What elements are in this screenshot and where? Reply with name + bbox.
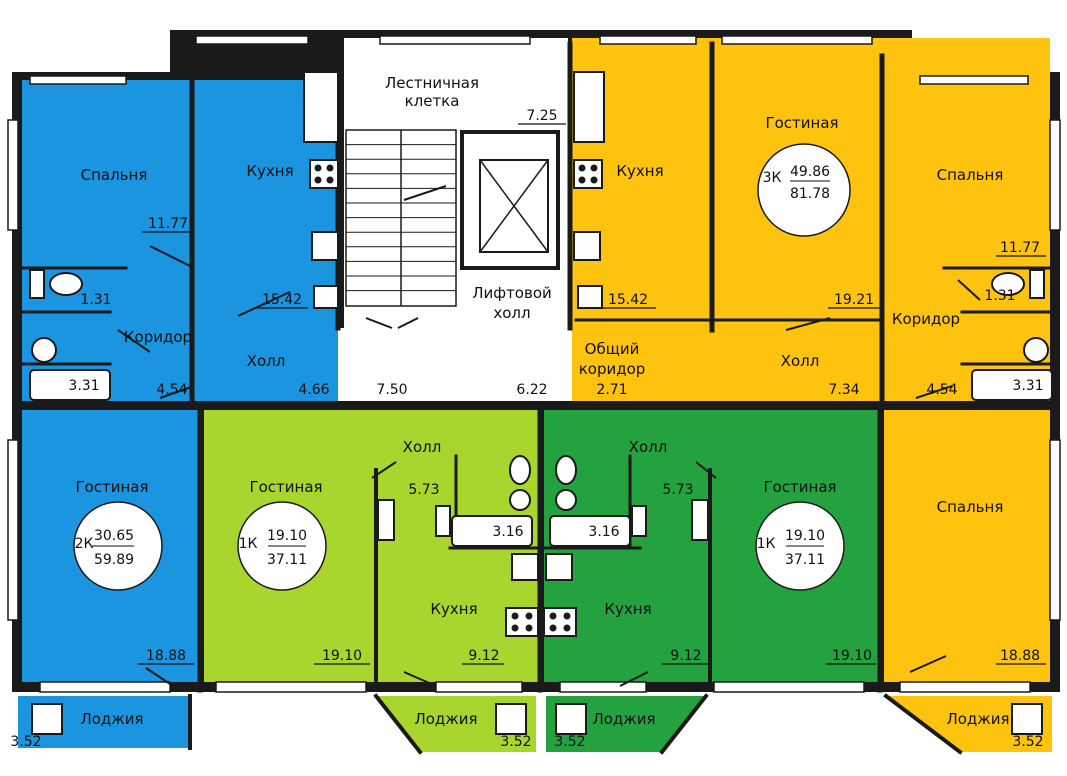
common-corridor-area: 2.71 bbox=[596, 382, 627, 398]
2k-kitchen-label: Кухня bbox=[246, 162, 293, 180]
stair-title-line1: Лестничная bbox=[385, 74, 479, 92]
1k-right-living-room-area: 19.10 bbox=[832, 648, 872, 664]
1k-left-type: 1К bbox=[239, 536, 258, 552]
lift-hall-title-line2: холл bbox=[493, 304, 530, 322]
stove-icons bbox=[309, 159, 603, 637]
1k-right-loggia-label: Лоджия bbox=[592, 710, 655, 728]
stair-arrow bbox=[403, 185, 447, 201]
1k-left-loggia-area: 3.52 bbox=[500, 734, 531, 750]
1k-left-hall-area: 5.73 bbox=[408, 482, 439, 498]
area-underlines bbox=[138, 123, 1046, 665]
3k-corridor-label: Коридор bbox=[892, 310, 960, 328]
3k-wc-area: 1.31 bbox=[984, 288, 1015, 304]
2k-hall-area: 4.66 bbox=[298, 382, 329, 398]
1k-right-loggia-area: 3.52 bbox=[554, 734, 585, 750]
2k-bedroom-area: 11.77 bbox=[148, 216, 188, 232]
1k-right-living-area: 19.10 bbox=[785, 528, 825, 544]
stove-burners bbox=[314, 164, 598, 632]
zone-3k-bedroom bbox=[884, 410, 1050, 682]
1k-right-total-area: 37.11 bbox=[785, 552, 825, 568]
3k-bedroom-top-area: 11.77 bbox=[1000, 240, 1040, 256]
1k-right-kitchen-label: Кухня bbox=[604, 600, 651, 618]
3k-total-area: 81.78 bbox=[790, 186, 830, 202]
common-corridor-title-line1: Общий bbox=[585, 340, 640, 358]
2k-type: 2К bbox=[75, 536, 94, 552]
3k-type: 3К bbox=[763, 170, 782, 186]
windows bbox=[7, 35, 1061, 693]
1k-left-living-area: 19.10 bbox=[267, 528, 307, 544]
sink-icons bbox=[303, 71, 605, 581]
zone-2k-upper bbox=[22, 80, 338, 404]
lift-hall-title-line1: Лифтовой bbox=[472, 284, 552, 302]
3k-hall-area: 7.34 bbox=[828, 382, 859, 398]
loggia-3k-fill bbox=[886, 696, 1052, 752]
2k-corridor-area: 4.54 bbox=[156, 382, 187, 398]
2k-bath-area: 3.31 bbox=[68, 378, 99, 394]
2k-kitchen-area: 15.42 bbox=[262, 292, 302, 308]
2k-living-room-area: 18.88 bbox=[146, 648, 186, 664]
3k-bath-area: 3.31 bbox=[1012, 378, 1043, 394]
hall-area-right: 6.22 bbox=[516, 382, 547, 398]
3k-loggia-label: Лоджия bbox=[946, 710, 1009, 728]
1k-left-kitchen-label: Кухня bbox=[430, 600, 477, 618]
1k-left-living-label: Гостиная bbox=[249, 478, 322, 496]
door-swings bbox=[117, 245, 981, 689]
2k-living-area: 30.65 bbox=[94, 528, 134, 544]
loggia-corner-boxes bbox=[31, 703, 1043, 735]
3k-hall-label: Холл bbox=[781, 352, 820, 370]
1k-left-living-room-area: 19.10 bbox=[322, 648, 362, 664]
stair-title-line2: клетка bbox=[405, 92, 460, 110]
3k-bedroom-bottom-area: 18.88 bbox=[1000, 648, 1040, 664]
hall-area-left: 7.50 bbox=[376, 382, 407, 398]
3k-kitchen-label: Кухня bbox=[616, 162, 663, 180]
toilet-icons bbox=[29, 269, 1049, 541]
1k-left-bath-area: 3.16 bbox=[492, 524, 523, 540]
1k-left-total-area: 37.11 bbox=[267, 552, 307, 568]
1k-right-living-label: Гостиная bbox=[763, 478, 836, 496]
2k-hall-label: Холл bbox=[247, 352, 286, 370]
1k-right-hall-label: Холл bbox=[629, 438, 668, 456]
3k-living-label: Гостиная bbox=[765, 114, 838, 132]
3k-bedroom-bottom-label: Спальня bbox=[937, 498, 1004, 516]
3k-living-area: 49.86 bbox=[790, 164, 830, 180]
elevator-shaft bbox=[460, 130, 560, 270]
common-corridor-title-line2: коридор bbox=[579, 360, 646, 378]
3k-corridor-area: 4.54 bbox=[926, 382, 957, 398]
1k-right-hall-area: 5.73 bbox=[662, 482, 693, 498]
2k-wc-area: 1.31 bbox=[80, 292, 111, 308]
3k-bedroom-top-label: Спальня bbox=[937, 166, 1004, 184]
1k-left-hall-label: Холл bbox=[403, 438, 442, 456]
2k-loggia-area: 3.52 bbox=[10, 734, 41, 750]
1k-right-bath-area: 3.16 bbox=[588, 524, 619, 540]
2k-corridor-label: Коридор bbox=[124, 328, 192, 346]
3k-living-room-area: 19.21 bbox=[834, 292, 874, 308]
1k-left-loggia-label: Лоджия bbox=[414, 710, 477, 728]
1k-right-kitchen-area: 9.12 bbox=[670, 648, 701, 664]
2k-living-label: Гостиная bbox=[75, 478, 148, 496]
2k-total-area: 59.89 bbox=[94, 552, 134, 568]
1k-left-kitchen-area: 9.12 bbox=[468, 648, 499, 664]
bathtub-icons bbox=[29, 369, 1053, 547]
3k-loggia-area: 3.52 bbox=[1012, 734, 1043, 750]
stair-area: 7.25 bbox=[526, 108, 557, 124]
3k-kitchen-area: 15.42 bbox=[608, 292, 648, 308]
2k-bedroom-label: Спальня bbox=[81, 166, 148, 184]
summary-dividers bbox=[92, 180, 830, 547]
1k-right-type: 1К bbox=[757, 536, 776, 552]
stair-steps bbox=[346, 144, 456, 292]
2k-loggia-label: Лоджия bbox=[80, 710, 143, 728]
